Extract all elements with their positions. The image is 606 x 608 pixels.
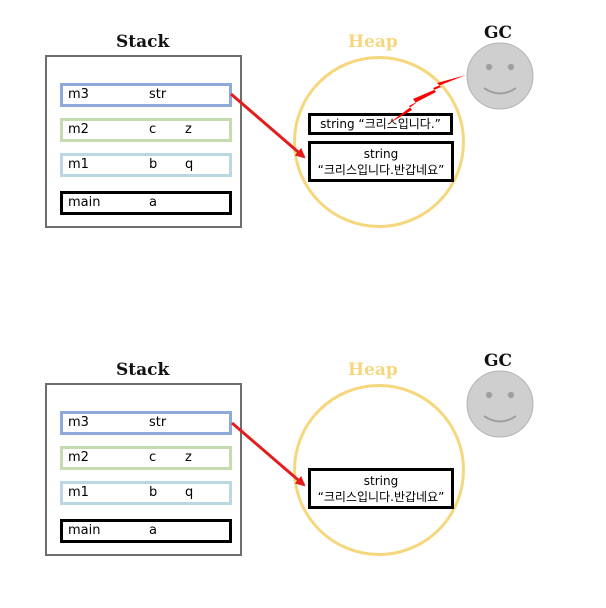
frame-variable: q bbox=[185, 485, 194, 500]
gc-smiley-icon bbox=[466, 370, 534, 438]
heap-object-type: string bbox=[363, 147, 399, 161]
frame-variable: b bbox=[149, 157, 158, 172]
heap-object-garbage-string: string “크리스입니다.” bbox=[308, 113, 453, 135]
frame-variable: z bbox=[185, 122, 192, 137]
heap-object-string: string “크리스입니다.반갑네요” bbox=[308, 141, 454, 182]
diagram-panel-after-gc: Stack Heap GC m3 str m2 c z m1 b q main … bbox=[0, 328, 606, 608]
diagram-panel-before-gc: Stack Heap GC m3 str m2 c z m1 b q main … bbox=[0, 0, 606, 280]
frame-name: main bbox=[68, 523, 101, 538]
stack-frame-m2: m2 c z bbox=[60, 446, 232, 470]
frame-variable: c bbox=[149, 122, 157, 137]
stack-frame-m2: m2 c z bbox=[60, 118, 232, 142]
stack-frame-m3: m3 str bbox=[60, 411, 232, 435]
frame-variable: q bbox=[185, 157, 194, 172]
panel-overlay bbox=[231, 421, 306, 487]
frame-name: m3 bbox=[68, 87, 89, 102]
reference-arrow bbox=[230, 92, 306, 159]
frame-variable: a bbox=[149, 195, 157, 210]
gc-smiley-icon bbox=[466, 42, 534, 110]
gc-lightning-icon bbox=[388, 75, 466, 124]
gc-title: GC bbox=[484, 23, 513, 43]
stack-frame-m1: m1 b q bbox=[60, 481, 232, 505]
heap-title: Heap bbox=[348, 360, 398, 380]
panel-overlay bbox=[230, 75, 466, 159]
frame-variable: z bbox=[185, 450, 192, 465]
frame-name: m3 bbox=[68, 415, 89, 430]
frame-variable: b bbox=[149, 485, 158, 500]
heap-object-label: string “크리스입니다.” bbox=[320, 117, 441, 131]
frame-name: m2 bbox=[68, 450, 89, 465]
heap-object-string: string “크리스입니다.반갑네요” bbox=[308, 468, 454, 509]
stack-frame-main: main a bbox=[60, 519, 232, 543]
frame-name: m2 bbox=[68, 122, 89, 137]
stack-title: Stack bbox=[116, 32, 170, 52]
stack-box: m3 str m2 c z m1 b q main a bbox=[45, 55, 242, 228]
heap-object-value: “크리스입니다.반갑네요” bbox=[317, 163, 445, 177]
frame-variable: a bbox=[149, 523, 157, 538]
reference-arrow bbox=[231, 421, 306, 487]
heap-title: Heap bbox=[348, 32, 398, 52]
frame-variable: str bbox=[149, 415, 167, 430]
heap-object-type: string bbox=[363, 474, 399, 488]
stack-title: Stack bbox=[116, 360, 170, 380]
frame-name: m1 bbox=[68, 485, 89, 500]
stack-frame-m1: m1 b q bbox=[60, 153, 232, 177]
frame-name: main bbox=[68, 195, 101, 210]
stack-frame-main: main a bbox=[60, 191, 232, 215]
gc-title: GC bbox=[484, 351, 513, 371]
frame-name: m1 bbox=[68, 157, 89, 172]
frame-variable: str bbox=[149, 87, 167, 102]
stack-box: m3 str m2 c z m1 b q main a bbox=[45, 383, 242, 556]
frame-variable: c bbox=[149, 450, 157, 465]
stack-frame-m3: m3 str bbox=[60, 83, 232, 107]
heap-object-value: “크리스입니다.반갑네요” bbox=[317, 490, 445, 504]
